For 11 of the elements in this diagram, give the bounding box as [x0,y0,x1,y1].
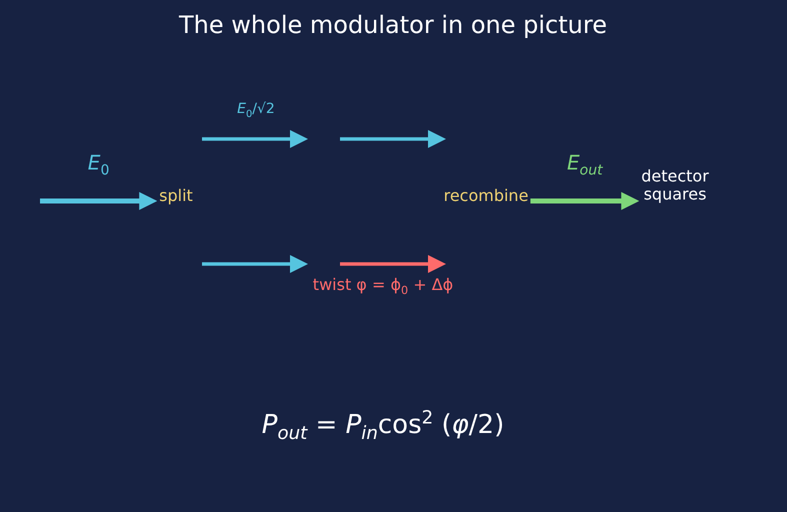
stage-label: detector squares [641,168,709,204]
stage-label: recombine [444,186,528,206]
edge-label: E$_{out}$ [567,152,603,174]
arrow [40,192,158,210]
arrow [530,192,640,210]
formula: P$_{out}$ = P$_{in}$cos$^{2}$ (φ/2) [262,411,504,441]
title: The whole modulator in one picture [179,12,607,40]
stage-label: split [159,186,193,206]
math-label: E$_{0}$/√2 [237,100,275,118]
edge-label: E$_{0}$ [88,152,110,174]
phase-label: twist φ = ϕ$_{0}$ + Δϕ [312,276,454,294]
